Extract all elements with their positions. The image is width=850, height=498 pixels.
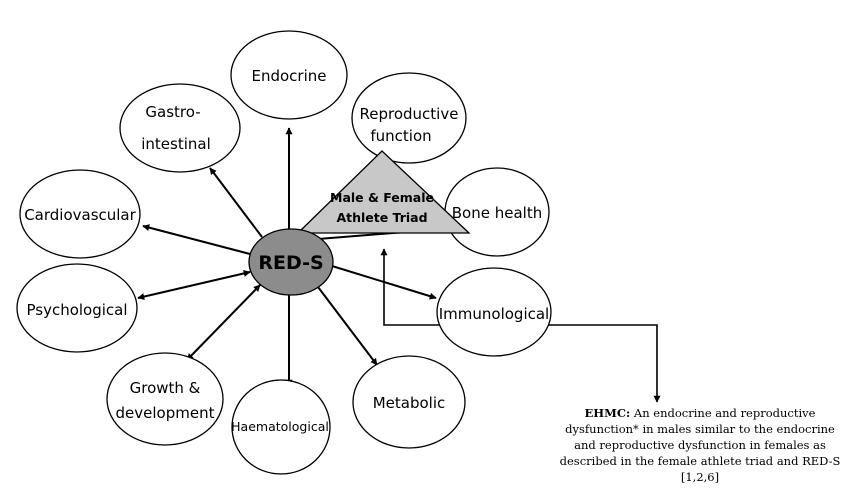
node-growth-development: Growth & development — [106, 352, 224, 446]
growth-label-2: development — [116, 404, 215, 422]
node-gastrointestinal: Gastro- intestinal — [119, 83, 241, 173]
gastrointestinal-label-1: Gastro- — [145, 103, 200, 121]
arrow-to-cardiovascular — [142, 224, 251, 255]
center-node-red-s: RED-S — [248, 228, 334, 296]
node-endocrine: Endocrine — [230, 30, 348, 120]
node-haematological: Haematological — [231, 379, 331, 475]
ehmc-note-line-3: and reproductive dysfunction in females … — [574, 438, 826, 452]
ehmc-note-line-2: dysfunction* in males similar to the end… — [565, 422, 835, 436]
triad-label-2: Athlete Triad — [336, 210, 427, 225]
ehmc-note-line-1: EHMC: An endocrine and reproductive — [585, 406, 816, 420]
reproductive-label-1: Reproductive — [360, 105, 459, 123]
node-reproductive-function: Reproductive function — [351, 72, 467, 164]
arrow-to-growth — [186, 284, 261, 361]
reproductive-label-2: function — [370, 127, 431, 145]
endocrine-label: Endocrine — [252, 67, 327, 85]
arrow-to-gastrointestinal — [209, 167, 263, 238]
node-metabolic: Metabolic — [352, 355, 466, 449]
psychological-label: Psychological — [26, 301, 127, 319]
bone-health-label: Bone health — [452, 204, 542, 222]
ehmc-note-line-5: [1,2,6] — [681, 470, 719, 484]
metabolic-label: Metabolic — [373, 394, 446, 412]
immunological-label: Immunological — [439, 305, 549, 323]
ehmc-note: EHMC: An endocrine and reproductive dysf… — [560, 406, 841, 484]
triad-triangle: Male & Female Athlete Triad — [296, 150, 471, 234]
node-immunological: Immunological — [436, 267, 552, 357]
arrow-to-metabolic — [314, 282, 378, 366]
haematological-label: Haematological — [231, 419, 329, 434]
cardiovascular-label: Cardiovascular — [24, 206, 136, 224]
ehmc-note-line-1-rest: An endocrine and reproductive — [630, 406, 815, 420]
gastrointestinal-label-2: intestinal — [141, 135, 211, 153]
node-cardiovascular: Cardiovascular — [19, 169, 141, 259]
node-bone-health: Bone health — [444, 167, 550, 257]
red-s-label: RED-S — [258, 252, 323, 274]
arrow-to-psychological — [137, 270, 251, 300]
node-psychological: Psychological — [16, 263, 138, 353]
growth-label-1: Growth & — [130, 379, 201, 397]
ehmc-term: EHMC: — [585, 406, 631, 420]
ehmc-note-line-4: described in the female athlete triad an… — [560, 454, 841, 468]
triad-label-1: Male & Female — [330, 190, 434, 205]
